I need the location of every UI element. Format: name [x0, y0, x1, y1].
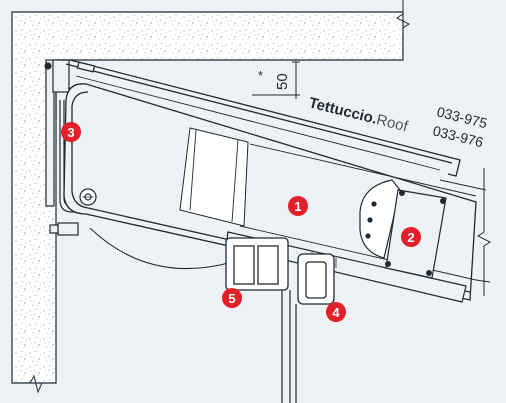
callout-1-label: 1	[294, 199, 301, 214]
swing-arc	[89, 227, 233, 270]
callout-4: 4	[326, 302, 346, 322]
dimension-indicator	[252, 61, 300, 99]
brand-name-light: Roof	[375, 111, 411, 135]
callout-2: 2	[401, 227, 421, 247]
support-block-left	[225, 237, 289, 291]
callout-4-label: 4	[332, 305, 340, 320]
support-block-right	[297, 253, 335, 305]
break-line-bottom	[12, 374, 56, 394]
callout-5: 5	[222, 288, 242, 308]
dimension-value: 50	[274, 73, 291, 90]
callout-5-label: 5	[228, 291, 235, 306]
wall-bracket	[44, 59, 79, 236]
callout-1: 1	[288, 196, 308, 216]
extension-lines	[439, 168, 491, 296]
dimension-mark: *	[258, 68, 263, 83]
brand-name-bold: Tettuccio.	[307, 94, 379, 127]
callout-2-label: 2	[407, 230, 414, 245]
callout-3: 3	[61, 122, 81, 142]
callout-3-label: 3	[67, 125, 74, 140]
vertical-post	[281, 290, 297, 403]
break-line-top	[396, 0, 410, 60]
pivot-hinge	[79, 188, 97, 206]
